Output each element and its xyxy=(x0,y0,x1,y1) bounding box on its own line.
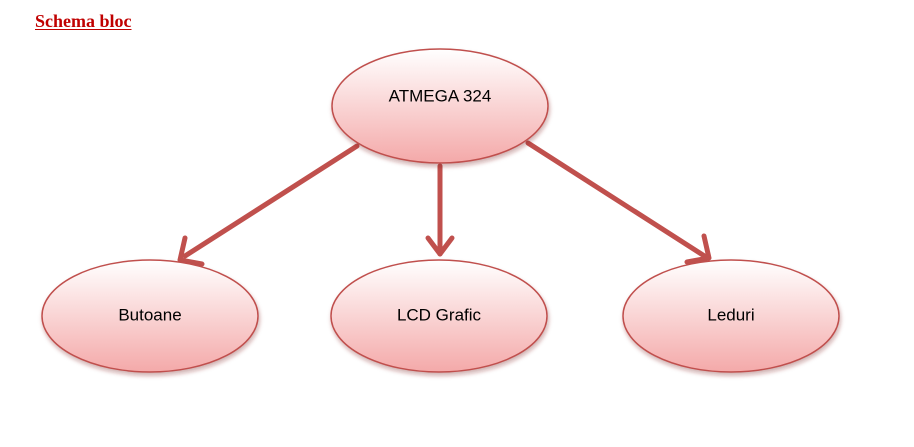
node-lcd: LCD Grafic xyxy=(330,259,548,373)
node-atmega: ATMEGA 324 xyxy=(331,48,549,164)
arrow-atmega-to-butoane xyxy=(177,143,360,267)
node-lcd-label: LCD Grafic xyxy=(397,305,482,324)
node-butoane-label: Butoane xyxy=(118,305,181,324)
node-leduri-label: Leduri xyxy=(707,305,754,324)
node-atmega-label: ATMEGA 324 xyxy=(389,86,492,105)
node-leduri: Leduri xyxy=(622,259,840,373)
page-title: Schema bloc xyxy=(35,11,132,31)
node-butoane: Butoane xyxy=(41,259,259,373)
arrow-atmega-to-leduri xyxy=(525,140,712,265)
arrow-atmega-to-lcd xyxy=(425,163,455,257)
